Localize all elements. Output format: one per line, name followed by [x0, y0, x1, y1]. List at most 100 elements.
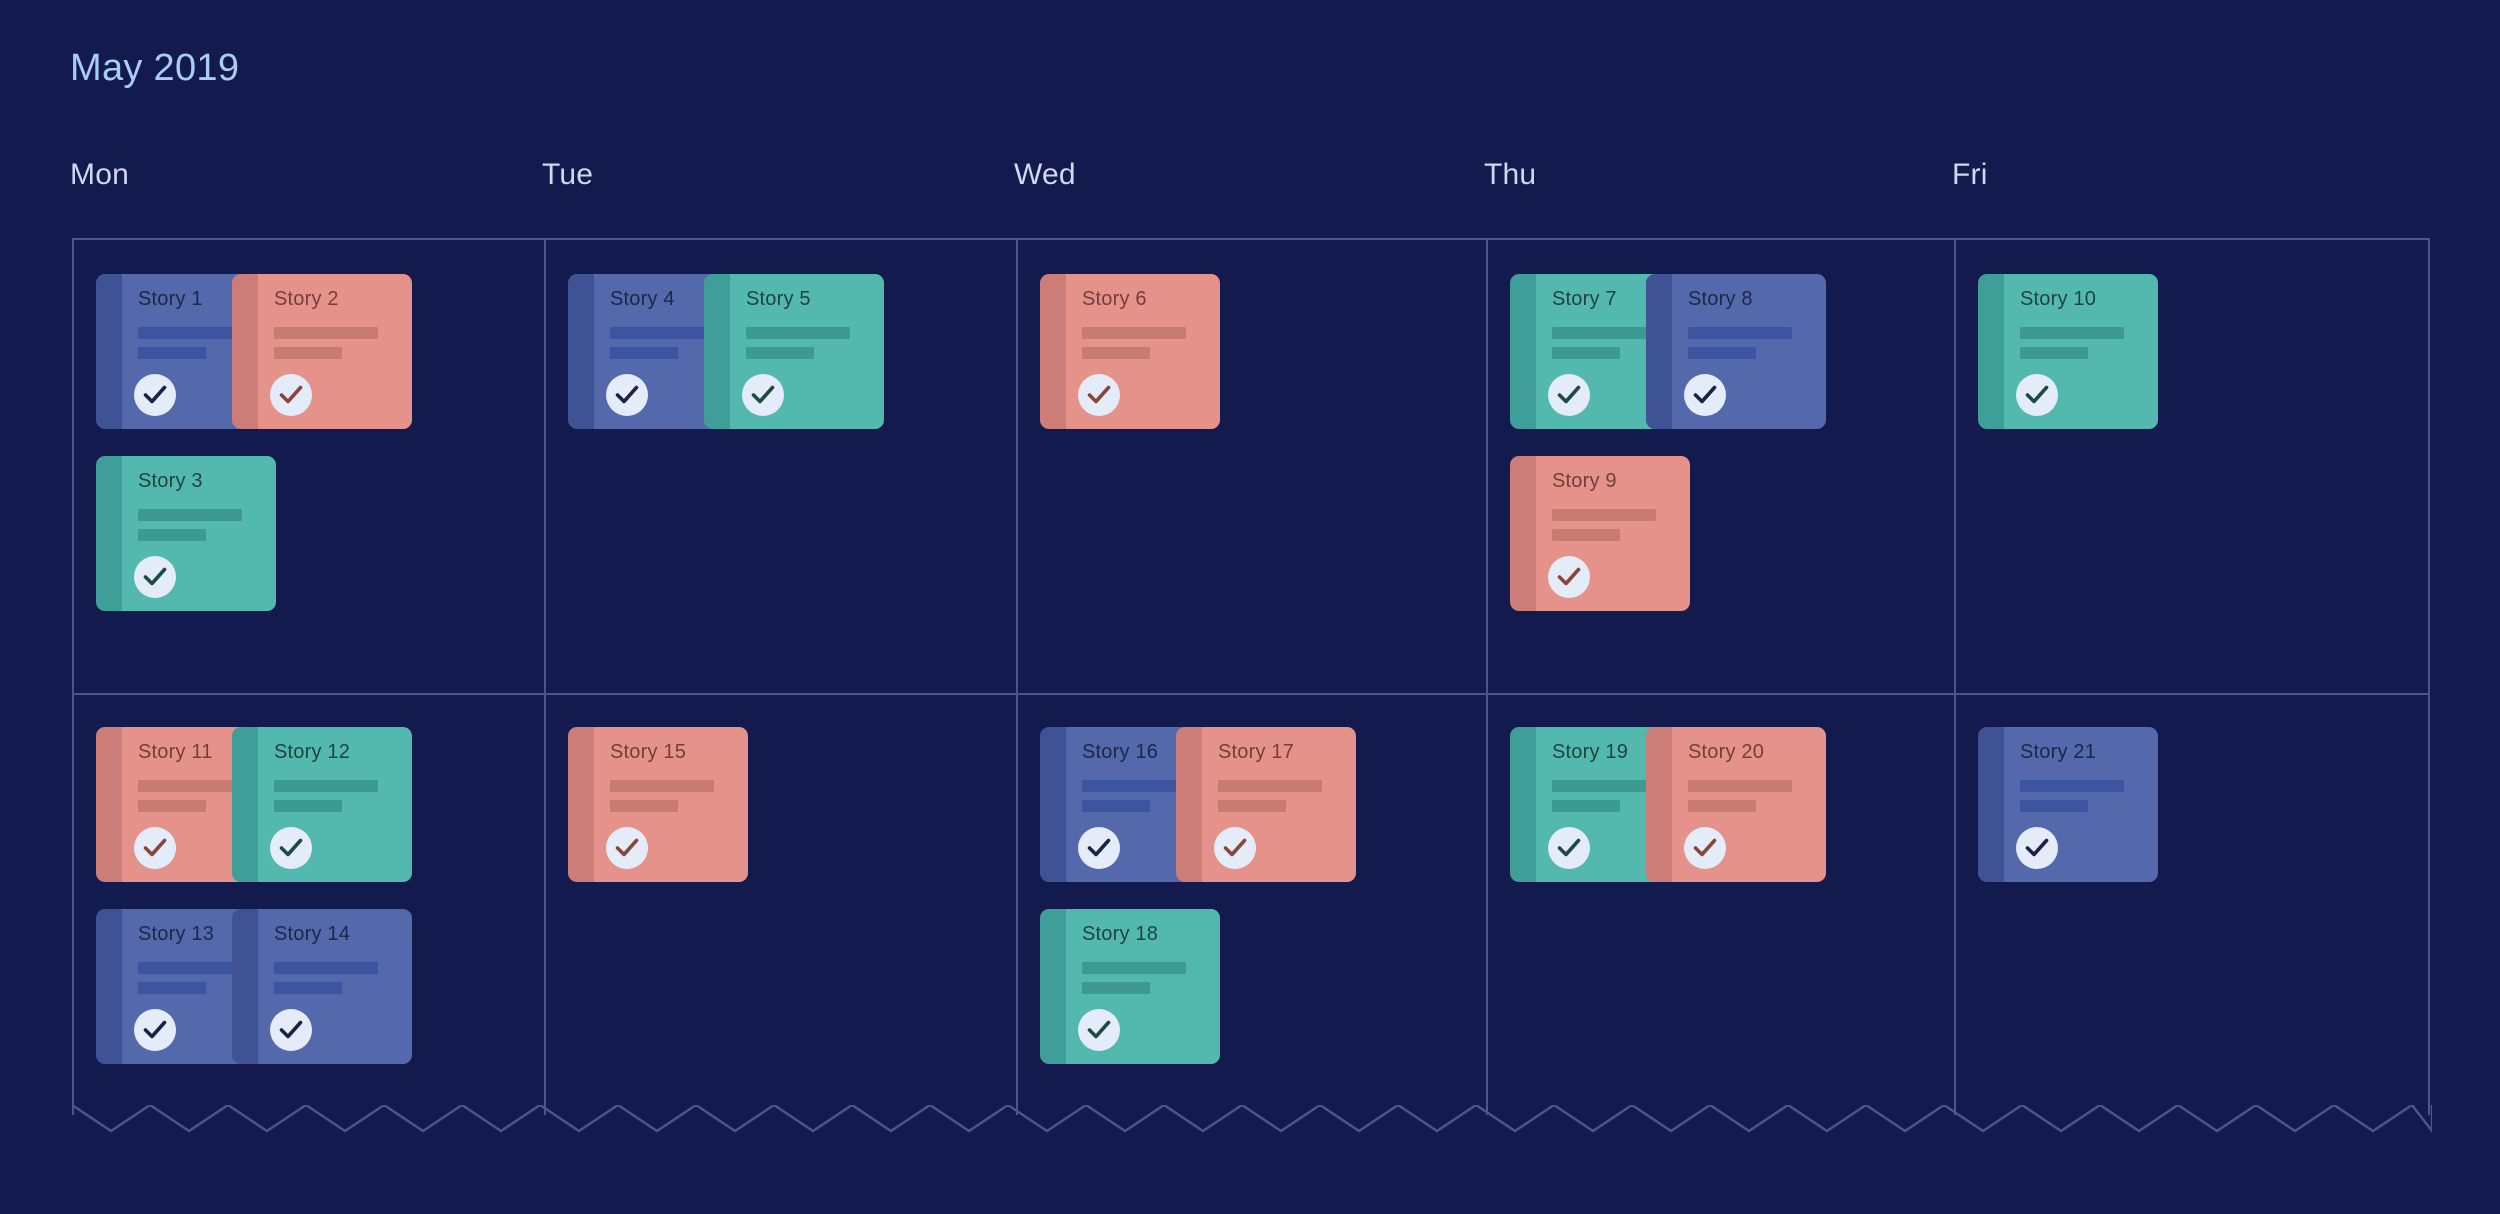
- story-card[interactable]: Story 12: [232, 727, 412, 882]
- story-card[interactable]: Story 5: [704, 274, 884, 429]
- check-icon[interactable]: [1684, 374, 1726, 416]
- card-placeholder-line-2: [1688, 347, 1756, 359]
- card-placeholder-line-1: [274, 780, 378, 792]
- day-header-mon: Mon: [70, 158, 129, 191]
- story-card[interactable]: Story 2: [232, 274, 412, 429]
- check-icon[interactable]: [1078, 827, 1120, 869]
- check-icon[interactable]: [742, 374, 784, 416]
- card-color-strip: [1646, 727, 1672, 882]
- card-color-strip: [96, 727, 122, 882]
- card-placeholder-line-2: [746, 347, 814, 359]
- card-placeholder-line-1: [1688, 780, 1792, 792]
- card-title: Story 18: [1082, 923, 1159, 945]
- check-icon[interactable]: [270, 827, 312, 869]
- story-card[interactable]: Story 9: [1510, 456, 1690, 611]
- card-title: Story 7: [1552, 288, 1617, 310]
- story-card[interactable]: Story 6: [1040, 274, 1220, 429]
- card-placeholder-line-2: [2020, 800, 2088, 812]
- card-placeholder-line-1: [138, 780, 242, 792]
- card-placeholder-line-2: [610, 347, 678, 359]
- card-placeholder-line-1: [1688, 327, 1792, 339]
- card-placeholder-line-2: [274, 982, 342, 994]
- card-placeholder-line-1: [1552, 327, 1656, 339]
- story-card[interactable]: Story 17: [1176, 727, 1356, 882]
- check-icon[interactable]: [1078, 1009, 1120, 1051]
- card-color-strip: [568, 274, 594, 429]
- check-icon[interactable]: [134, 827, 176, 869]
- card-title: Story 10: [2020, 288, 2097, 310]
- story-card[interactable]: Story 8: [1646, 274, 1826, 429]
- card-title: Story 17: [1218, 741, 1295, 763]
- card-color-strip: [96, 909, 122, 1064]
- card-placeholder-line-2: [1082, 982, 1150, 994]
- card-placeholder-line-2: [274, 347, 342, 359]
- check-icon[interactable]: [1684, 827, 1726, 869]
- card-color-strip: [1510, 274, 1536, 429]
- story-card[interactable]: Story 3: [96, 456, 276, 611]
- card-placeholder-line-1: [274, 962, 378, 974]
- card-placeholder-line-1: [138, 509, 242, 521]
- card-color-strip: [96, 456, 122, 611]
- check-icon[interactable]: [1548, 374, 1590, 416]
- card-color-strip: [232, 909, 258, 1064]
- card-placeholder-line-2: [1552, 529, 1620, 541]
- check-icon[interactable]: [606, 827, 648, 869]
- card-placeholder-line-1: [1552, 509, 1656, 521]
- card-body: Story 6: [1066, 274, 1220, 429]
- grid-vline-col-1: [544, 240, 546, 1115]
- card-placeholder-line-2: [1082, 347, 1150, 359]
- card-placeholder-line-2: [138, 982, 206, 994]
- check-icon[interactable]: [2016, 827, 2058, 869]
- card-body: Story 15: [594, 727, 748, 882]
- card-color-strip: [1040, 727, 1066, 882]
- check-icon[interactable]: [270, 374, 312, 416]
- story-card[interactable]: Story 15: [568, 727, 748, 882]
- check-icon[interactable]: [270, 1009, 312, 1051]
- card-color-strip: [1510, 727, 1536, 882]
- card-title: Story 15: [610, 741, 687, 763]
- check-icon[interactable]: [1078, 374, 1120, 416]
- story-card[interactable]: Story 18: [1040, 909, 1220, 1064]
- story-card[interactable]: Story 21: [1978, 727, 2158, 882]
- card-body: Story 12: [258, 727, 412, 882]
- card-color-strip: [568, 727, 594, 882]
- card-body: Story 9: [1536, 456, 1690, 611]
- check-icon[interactable]: [606, 374, 648, 416]
- check-icon[interactable]: [1548, 827, 1590, 869]
- card-placeholder-line-2: [1218, 800, 1286, 812]
- card-placeholder-line-2: [274, 800, 342, 812]
- check-icon[interactable]: [1548, 556, 1590, 598]
- card-placeholder-line-1: [1552, 780, 1656, 792]
- card-body: Story 18: [1066, 909, 1220, 1064]
- card-body: Story 20: [1672, 727, 1826, 882]
- story-card[interactable]: Story 10: [1978, 274, 2158, 429]
- card-placeholder-line-1: [138, 327, 242, 339]
- card-placeholder-line-2: [610, 800, 678, 812]
- card-color-strip: [1978, 274, 2004, 429]
- card-placeholder-line-1: [1082, 780, 1186, 792]
- check-icon[interactable]: [1214, 827, 1256, 869]
- card-color-strip: [1978, 727, 2004, 882]
- card-title: Story 20: [1688, 741, 1765, 763]
- card-placeholder-line-2: [1552, 347, 1620, 359]
- check-icon[interactable]: [134, 374, 176, 416]
- card-title: Story 21: [2020, 741, 2097, 763]
- card-title: Story 16: [1082, 741, 1159, 763]
- card-body: Story 2: [258, 274, 412, 429]
- story-card[interactable]: Story 20: [1646, 727, 1826, 882]
- grid-vline-right-edge: [2428, 240, 2430, 1115]
- card-placeholder-line-1: [746, 327, 850, 339]
- card-placeholder-line-1: [138, 962, 242, 974]
- card-title: Story 19: [1552, 741, 1629, 763]
- check-icon[interactable]: [134, 556, 176, 598]
- card-placeholder-line-2: [1552, 800, 1620, 812]
- card-color-strip: [1040, 909, 1066, 1064]
- check-icon[interactable]: [2016, 374, 2058, 416]
- check-icon[interactable]: [134, 1009, 176, 1051]
- story-card[interactable]: Story 14: [232, 909, 412, 1064]
- story-card[interactable]: Story 7: [1510, 274, 1690, 429]
- card-color-strip: [96, 274, 122, 429]
- day-header-wed: Wed: [1014, 158, 1076, 191]
